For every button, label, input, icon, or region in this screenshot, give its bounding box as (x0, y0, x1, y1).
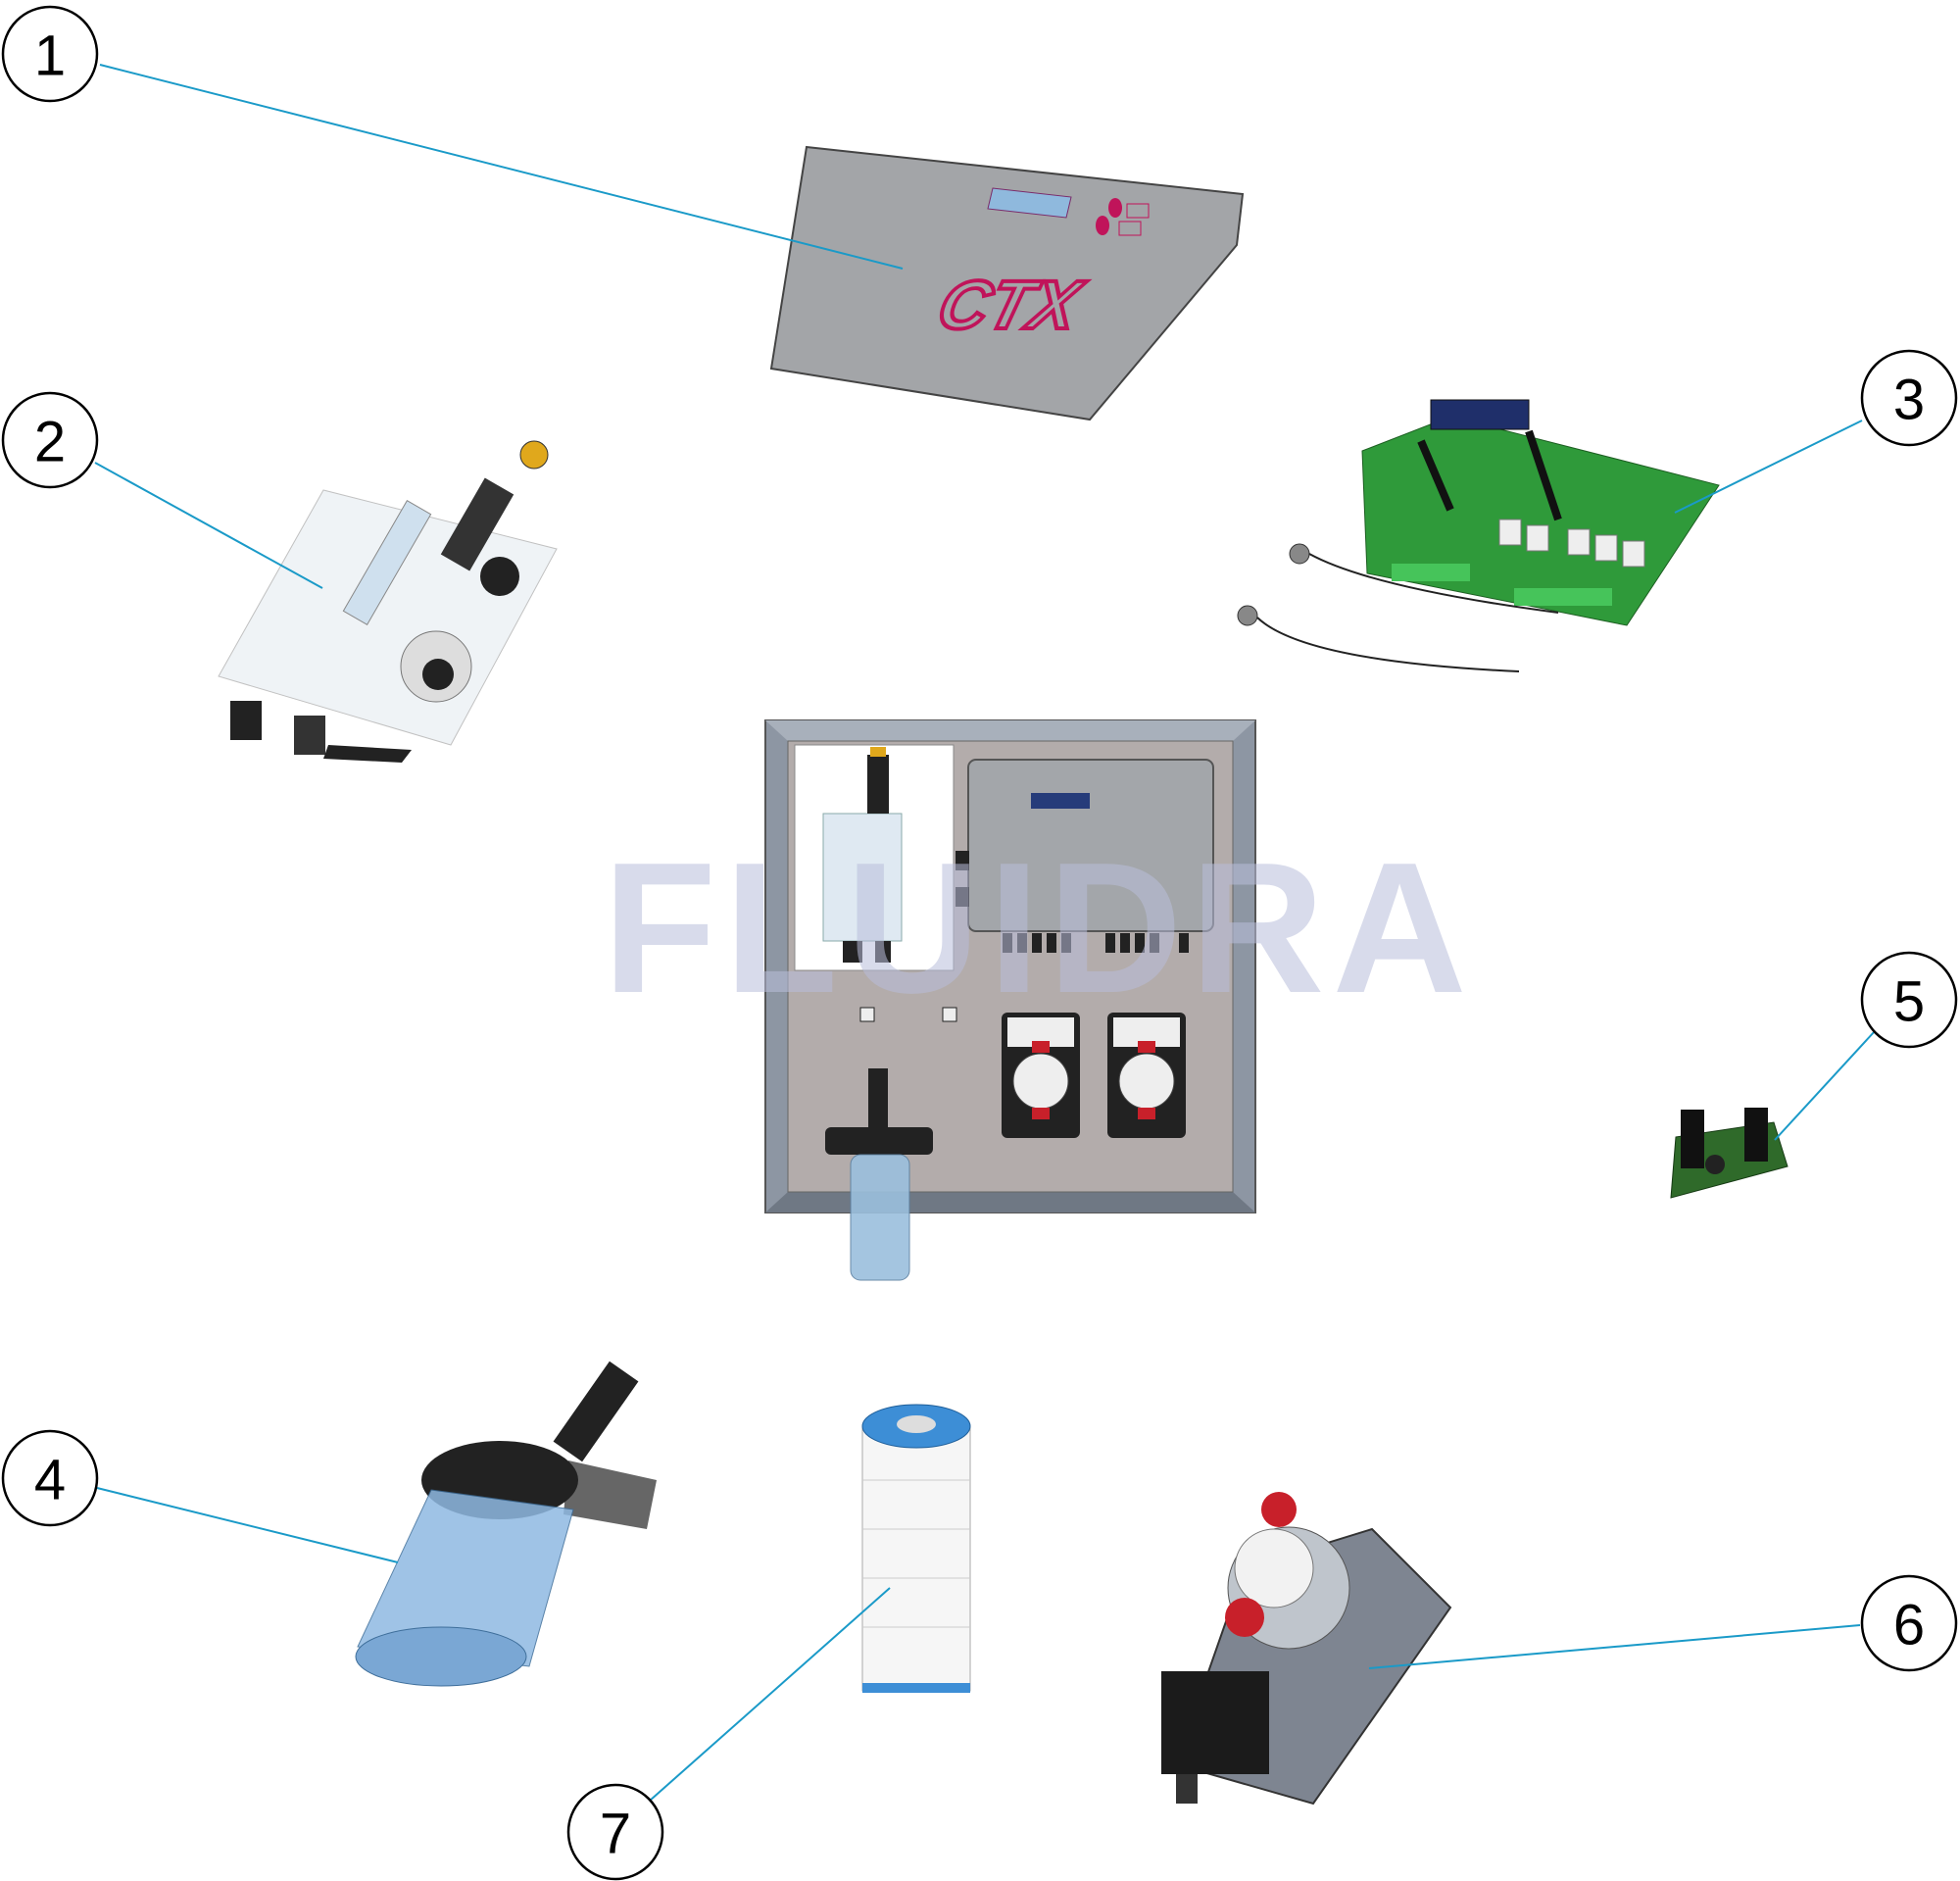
part-6-dosing-pump (1161, 1492, 1452, 1806)
leader-line-3 (1674, 420, 1863, 514)
part-5-connector-board (1670, 1108, 1788, 1199)
callout-6: 6 (1860, 1574, 1958, 1672)
callout-1: 1 (1, 5, 99, 103)
callout-number: 4 (34, 1449, 66, 1512)
part-3-control-pcb (1237, 399, 1720, 672)
callout-number: 6 (1893, 1594, 1925, 1658)
callout-5: 5 (1860, 951, 1958, 1049)
leader-line-7 (649, 1587, 891, 1802)
callout-number: 1 (34, 25, 66, 88)
leader-line-2 (94, 462, 323, 589)
panel-logo: CTX (930, 268, 1092, 344)
callout-number: 5 (1893, 970, 1925, 1034)
callout-number: 2 (34, 411, 66, 474)
callout-2: 2 (1, 391, 99, 489)
callout-number: 7 (600, 1803, 631, 1866)
part-7-filter-cartridge (861, 1404, 971, 1693)
callout-3: 3 (1860, 349, 1958, 447)
callout-number: 3 (1893, 369, 1925, 432)
part-2-flow-cell (218, 440, 558, 763)
part-1-membrane-panel: CTX (769, 145, 1245, 421)
leader-line-6 (1368, 1624, 1861, 1669)
part-4-water-filter (355, 1361, 657, 1687)
leader-line-4 (96, 1487, 399, 1563)
watermark: FLUIDRA (603, 824, 1475, 1032)
callout-4: 4 (1, 1429, 99, 1527)
leader-line-5 (1774, 1030, 1876, 1141)
main-enclosure (764, 719, 1256, 1281)
callout-7: 7 (566, 1783, 664, 1881)
leader-line-1 (99, 64, 904, 270)
